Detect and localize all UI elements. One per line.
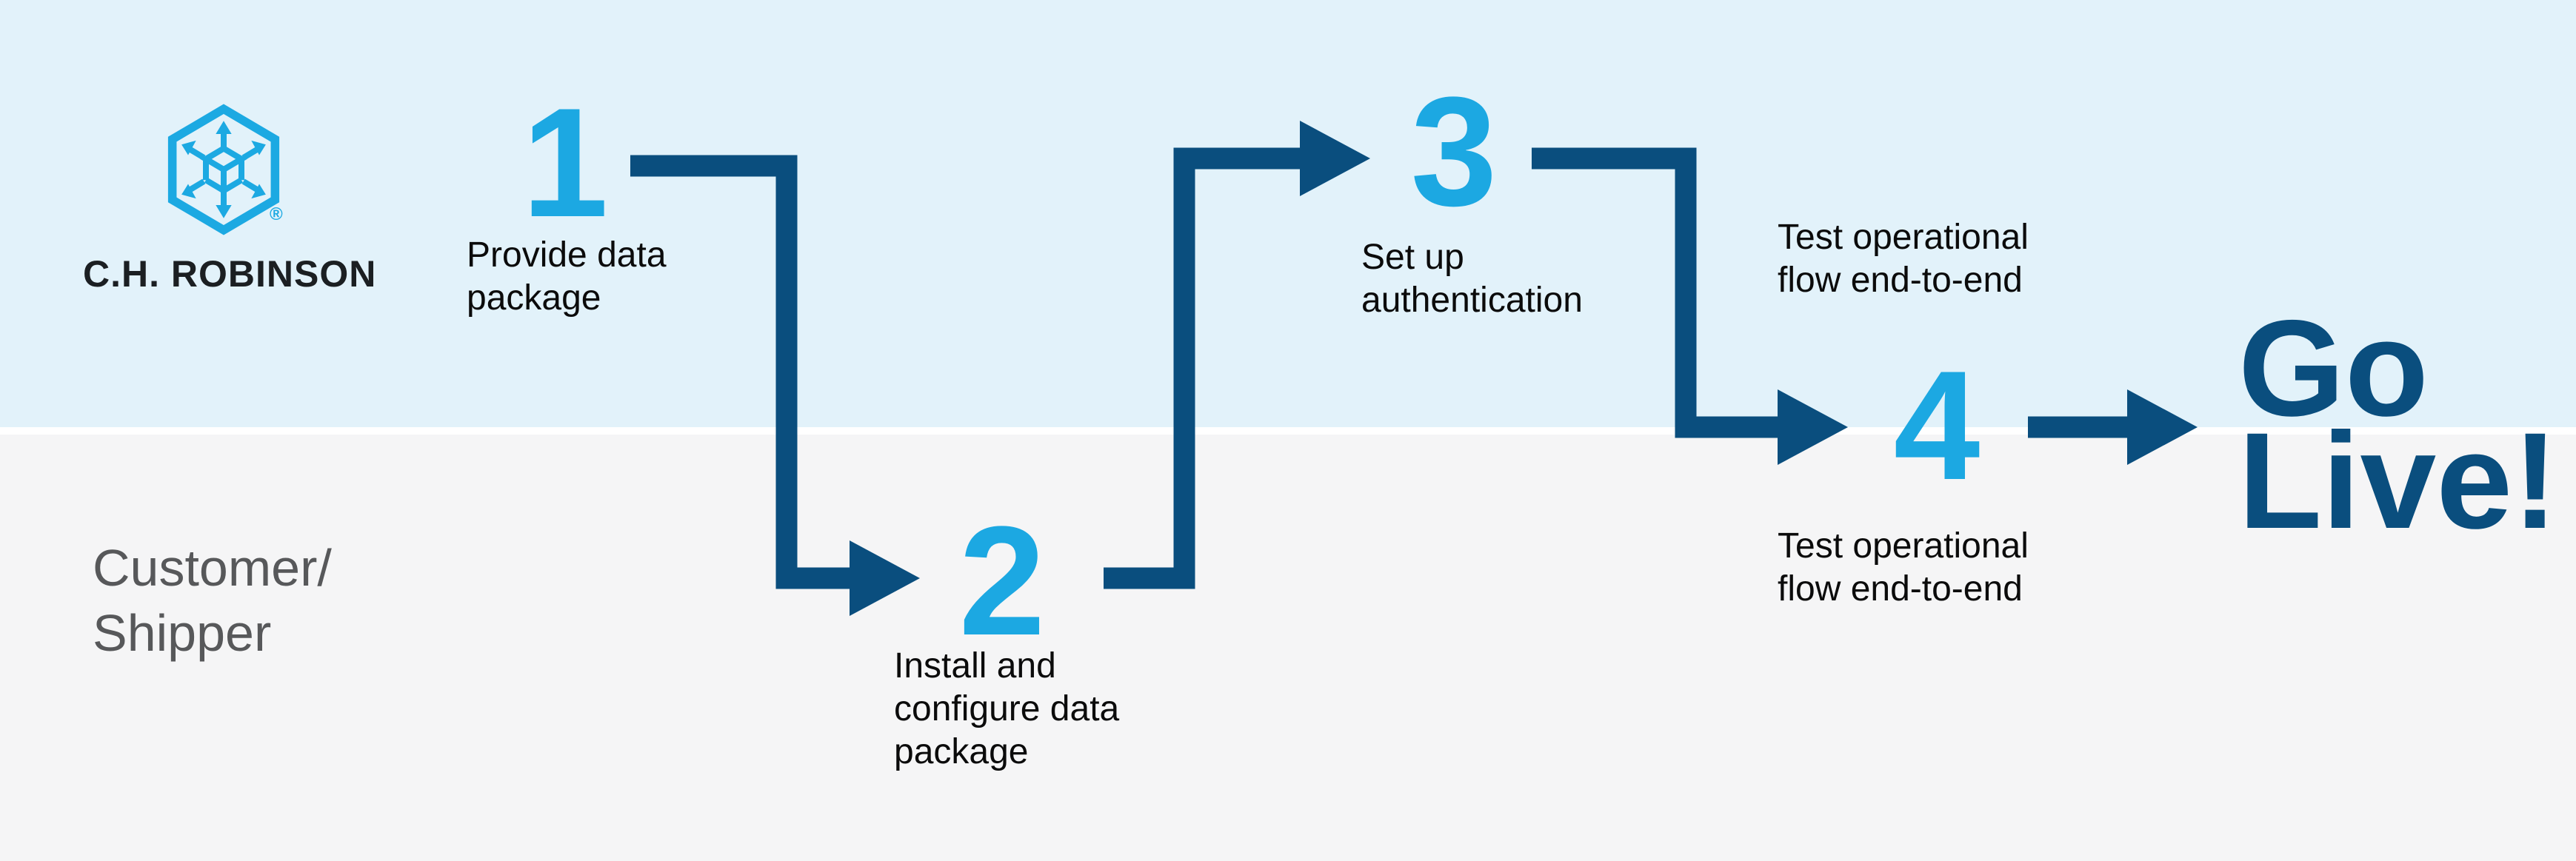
step-2-label-line: configure data [894, 689, 1120, 728]
step-1-number: 1 [521, 76, 609, 249]
connector-step2-to-step3 [1104, 121, 1370, 589]
step-1-label-line: Provide data [467, 235, 667, 275]
arrowhead-right-icon [850, 540, 920, 616]
step-4-label-line: flow end-to-end [1778, 569, 2023, 609]
go-live-line: Live! [2238, 405, 2558, 557]
step-4-number: 4 [1893, 338, 1981, 512]
step-4-label-line: Test operational [1778, 526, 2029, 566]
arrowhead-right-icon [2127, 389, 2198, 465]
lane-label-line: Customer/ [93, 539, 332, 597]
lane-label-line: Shipper [93, 604, 272, 662]
lane-chrobinson [0, 0, 2576, 427]
go-live-finish: Go Live! [2238, 292, 2558, 557]
lane-label-customer-shipper: Customer/ Shipper [93, 535, 332, 666]
step-4-label-below: Test operational flow end-to-end [1778, 525, 2029, 611]
arrowhead-right-icon [1300, 121, 1370, 196]
go-live-line: Go [2238, 292, 2429, 445]
step-2-number: 2 [958, 494, 1046, 668]
connector-step4-to-golive [2028, 389, 2198, 465]
registered-trademark-symbol: ® [270, 204, 283, 224]
step-2-label-line: package [894, 732, 1029, 771]
connector-step3-to-step4 [1532, 147, 1848, 465]
ch-robinson-logo-icon [167, 104, 280, 235]
lane-customer-shipper [0, 435, 2576, 861]
step-1-label-line: package [467, 278, 601, 318]
step-3-label-line: Set up [1361, 238, 1464, 277]
step-4-label-line: Test operational [1778, 218, 2029, 257]
arrowhead-right-icon [1778, 389, 1848, 465]
step-1-label: Provide data package [467, 234, 667, 320]
step-4-label-line: flow end-to-end [1778, 261, 2023, 300]
step-2-label: Install and configure data package [894, 645, 1119, 774]
connector-step1-to-step2 [630, 155, 920, 616]
step-3-number: 3 [1410, 64, 1498, 238]
brand-wordmark: C.H. ROBINSON [83, 253, 377, 295]
step-2-label-line: Install and [894, 646, 1056, 686]
step-3-label-line: authentication [1361, 281, 1583, 320]
step-3-label: Set up authentication [1361, 236, 1583, 322]
lane-divider [0, 427, 2576, 435]
step-4-label-above: Test operational flow end-to-end [1778, 216, 2029, 302]
